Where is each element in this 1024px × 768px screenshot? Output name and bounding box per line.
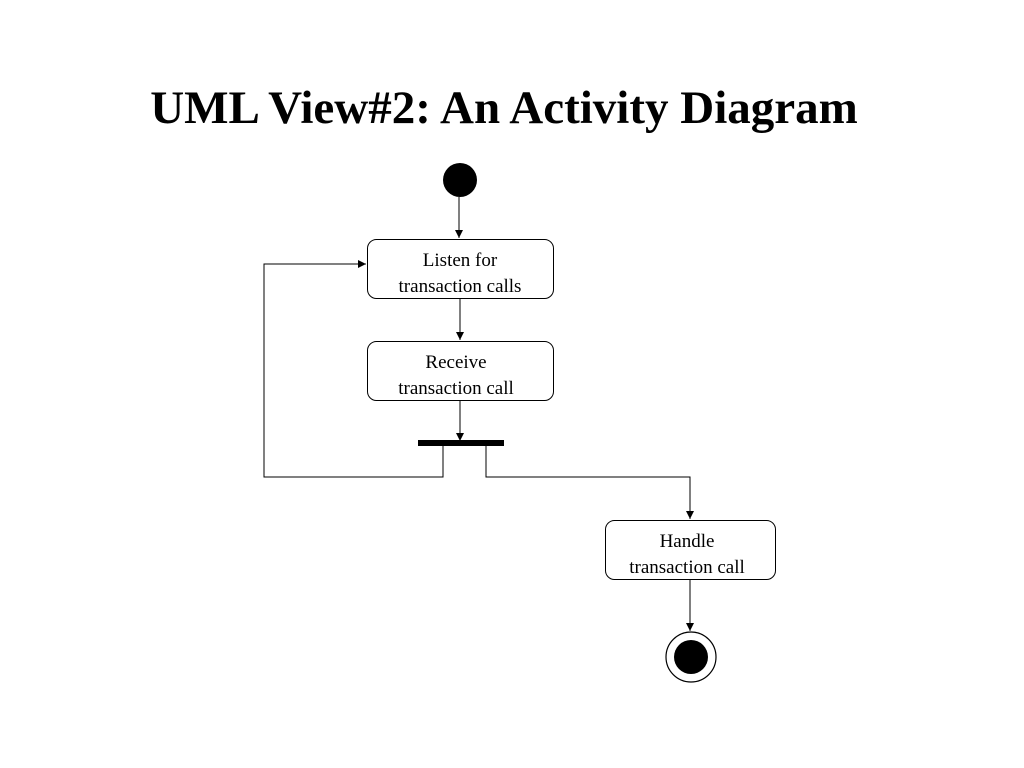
slide-title: UML View#2: An Activity Diagram <box>150 82 858 134</box>
edge-fork-to-listen <box>263 260 444 478</box>
action-listen-label-line-2: transaction calls <box>399 276 522 297</box>
edge-fork-to-handle <box>485 446 694 519</box>
action-receive: Receive transaction call <box>367 341 554 401</box>
action-receive-box <box>367 341 554 401</box>
final-node-core <box>674 640 708 674</box>
action-handle: Handle transaction call <box>605 520 776 580</box>
initial-node <box>443 163 477 197</box>
action-listen: Listen for transaction calls <box>367 239 554 299</box>
action-receive-label-line-1: Receive <box>425 352 486 373</box>
action-listen-box <box>367 239 554 299</box>
final-node <box>665 631 717 683</box>
action-handle-box <box>605 520 776 580</box>
action-listen-label-line-1: Listen for <box>423 250 498 271</box>
action-handle-label-line-2: transaction call <box>629 557 745 578</box>
action-receive-label-line-2: transaction call <box>398 378 514 399</box>
action-handle-label-line-1: Handle <box>660 531 715 552</box>
fork-bar <box>418 440 504 446</box>
